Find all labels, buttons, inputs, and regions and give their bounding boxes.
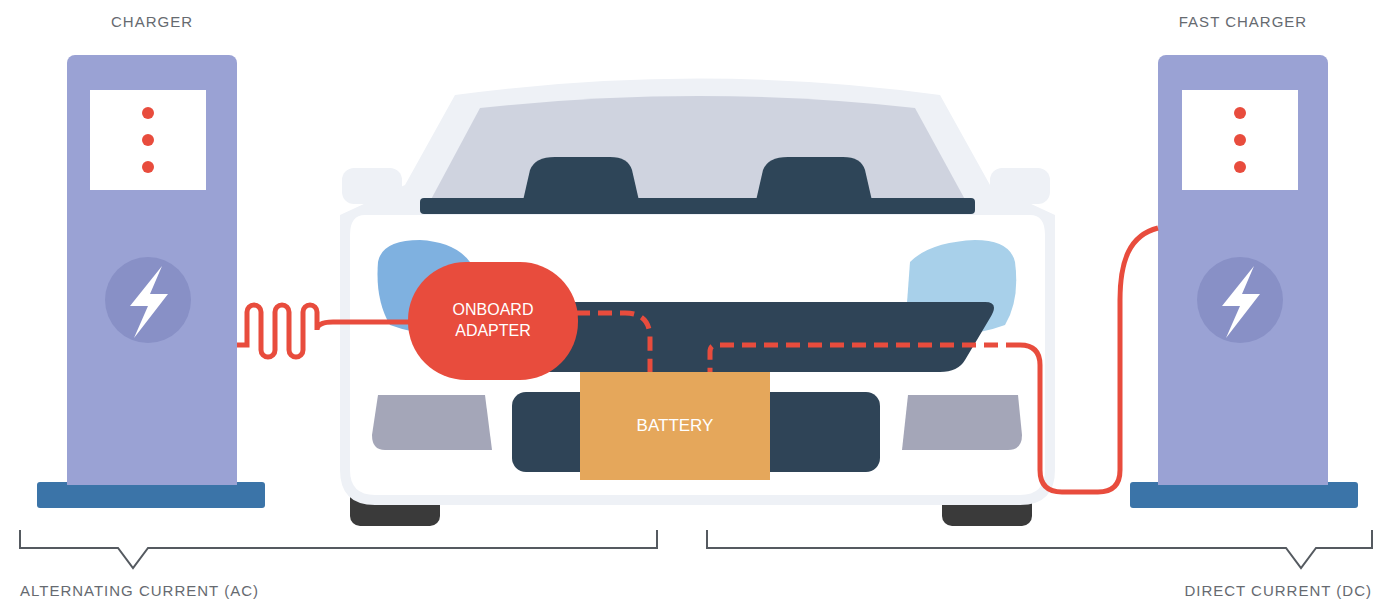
lightning-symbol — [1222, 266, 1260, 338]
power-circle — [105, 257, 191, 343]
charging-cable — [710, 228, 1158, 492]
charging-cable — [576, 313, 650, 372]
range-label: ALTERNATING CURRENT (AC) — [20, 582, 259, 599]
cable-line — [237, 305, 410, 357]
charger-base — [1130, 482, 1358, 508]
car-silhouette — [340, 79, 1055, 506]
range-bracket — [707, 530, 1372, 568]
car-hood-line — [420, 198, 975, 214]
node-text: CHARGER — [37, 13, 267, 30]
car-fog-light — [372, 395, 492, 450]
node-text: ONBOARD ADAPTER — [438, 300, 548, 342]
node-text: FAST CHARGER — [1128, 13, 1358, 30]
charging-cable — [237, 305, 410, 357]
range-bracket — [20, 530, 657, 568]
car-headrest — [755, 157, 873, 205]
charger-station: CHARGER — [67, 55, 237, 485]
charger-screen — [1182, 90, 1298, 190]
status-dot — [142, 134, 154, 146]
power-circle — [1197, 257, 1283, 343]
status-dot — [142, 107, 154, 119]
range-label: DIRECT CURRENT (DC) — [1184, 582, 1372, 599]
car-fog-light — [902, 395, 1022, 450]
charger-screen — [90, 90, 206, 190]
status-dot — [142, 161, 154, 173]
car-headrest — [522, 157, 640, 205]
internal-wire — [576, 313, 650, 372]
charger-base — [37, 482, 265, 508]
car-windshield — [428, 96, 968, 205]
car-body — [350, 215, 1045, 495]
status-dot — [1234, 107, 1246, 119]
adapter-blob: ONBOARD ADAPTER — [408, 262, 578, 380]
node-text: BATTERY — [637, 416, 714, 436]
status-dot — [1234, 161, 1246, 173]
internal-wire — [710, 345, 1020, 372]
status-dot — [1234, 134, 1246, 146]
cable-line — [1020, 228, 1158, 492]
lightning-symbol — [130, 266, 168, 338]
battery-box: BATTERY — [580, 372, 770, 480]
charger-station: FAST CHARGER — [1158, 55, 1328, 485]
